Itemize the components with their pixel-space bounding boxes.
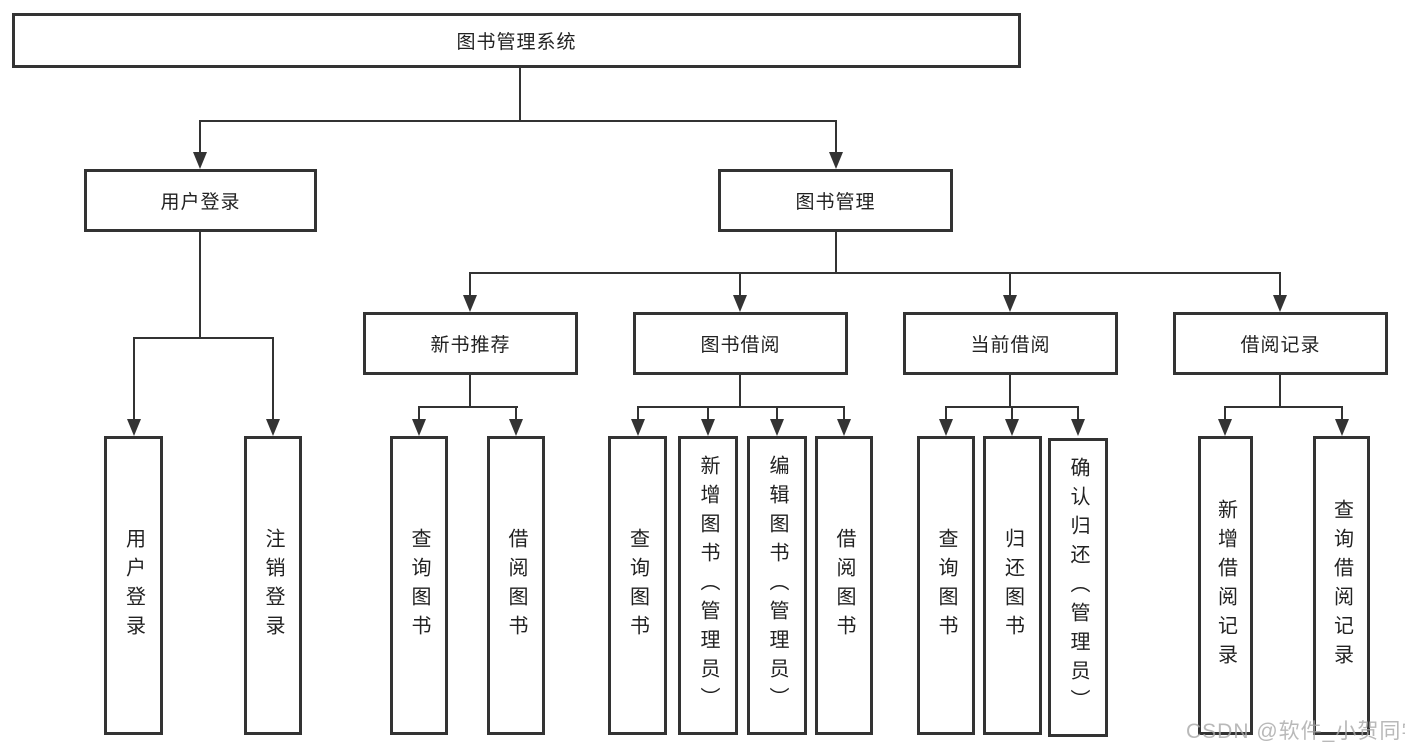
connector-stem-recd-add (1224, 406, 1226, 421)
arrowhead-leaf-logout (266, 419, 280, 436)
arrowhead-book-mgmt (829, 152, 843, 169)
connector-root-stem (519, 68, 521, 120)
node-root-system: 图书管理系统 (12, 13, 1021, 68)
leaf-query-books-recommend: 查询图书 (390, 436, 448, 735)
connector-user-login-stem (199, 232, 201, 337)
connector-stem-cur-return (1011, 406, 1013, 421)
connector-records-branch (1224, 406, 1343, 408)
arrowhead-bor-borrow (837, 419, 851, 436)
leaf-query-borrow-record-label: 查询借阅记录 (1330, 498, 1353, 673)
arrowhead-cur-query (939, 419, 953, 436)
leaf-borrow-books-recommend-label: 借阅图书 (505, 527, 527, 644)
arrowhead-records (1273, 295, 1287, 312)
connector-stem-bor-add (707, 406, 709, 421)
leaf-borrow-books: 借阅图书 (815, 436, 873, 735)
connector-current-stem (1009, 375, 1011, 406)
connector-stem-user-login (199, 120, 201, 154)
arrowhead-recommend (463, 295, 477, 312)
leaf-logout-label: 注销登录 (262, 527, 284, 644)
leaf-query-books-borrowing: 查询图书 (608, 436, 667, 735)
arrowhead-cur-return (1005, 419, 1019, 436)
node-book-management: 图书管理 (718, 169, 953, 232)
node-current-borrowing: 当前借阅 (903, 312, 1118, 375)
connector-stem-records (1279, 272, 1281, 297)
connector-recommend-branch (418, 406, 518, 408)
connector-stem-rec-query (418, 406, 420, 421)
node-borrowing-records-label: 借阅记录 (1240, 335, 1321, 356)
leaf-borrow-books-recommend: 借阅图书 (487, 436, 545, 735)
connector-records-stem (1279, 375, 1281, 406)
leaf-query-books-borrowing-label: 查询图书 (626, 527, 649, 644)
connector-stem-leaf-logout (272, 337, 274, 421)
leaf-query-books-current-label: 查询图书 (935, 527, 957, 644)
csdn-watermark: CSDN @软件_小贺同学 (1186, 720, 1405, 743)
node-book-management-label: 图书管理 (795, 192, 876, 213)
arrowhead-user-login (193, 152, 207, 169)
node-new-book-recommend: 新书推荐 (363, 312, 578, 375)
leaf-add-borrow-record: 新增借阅记录 (1198, 436, 1253, 735)
leaf-return-books: 归还图书 (983, 436, 1042, 735)
arrowhead-leaf-login (127, 419, 141, 436)
leaf-edit-books-admin: 编辑图书（管理员） (747, 436, 807, 735)
leaf-user-login-label: 用户登录 (122, 527, 145, 644)
node-root-label: 图书管理系统 (456, 32, 577, 53)
connector-stem-bor-borrow (843, 406, 845, 421)
connector-stem-book-mgmt (835, 120, 837, 154)
arrowhead-rec-borrow (509, 419, 523, 436)
leaf-add-books-admin: 新增图书（管理员） (678, 436, 738, 735)
leaf-confirm-return-admin: 确认归还（管理员） (1048, 438, 1108, 737)
node-borrowing-records: 借阅记录 (1173, 312, 1388, 375)
node-new-book-recommend-label: 新书推荐 (430, 335, 511, 356)
node-book-borrowing-label: 图书借阅 (700, 335, 781, 356)
node-user-login: 用户登录 (84, 169, 317, 232)
node-book-borrowing: 图书借阅 (633, 312, 848, 375)
connector-recommend-stem (469, 375, 471, 406)
connector-book-mgmt-branch (469, 272, 1281, 274)
connector-stem-rec-borrow (515, 406, 517, 421)
connector-stem-bor-query (637, 406, 639, 421)
arrowhead-cur-confirm (1071, 419, 1085, 436)
leaf-borrow-books-label: 借阅图书 (833, 527, 855, 644)
connector-stem-borrowing (739, 272, 741, 297)
connector-root-branch (199, 120, 837, 122)
connector-stem-current (1009, 272, 1011, 297)
arrowhead-bor-query (631, 419, 645, 436)
connector-borrowing-branch (637, 406, 845, 408)
leaf-logout: 注销登录 (244, 436, 302, 735)
arrowhead-rec-query (412, 419, 426, 436)
connector-stem-recommend (469, 272, 471, 297)
connector-stem-cur-confirm (1077, 406, 1079, 421)
leaf-confirm-return-admin-label: 确认归还（管理员） (1067, 457, 1089, 718)
connector-user-login-branch (133, 337, 274, 339)
leaf-query-borrow-record: 查询借阅记录 (1313, 436, 1370, 735)
arrowhead-bor-add (701, 419, 715, 436)
arrowhead-borrowing (733, 295, 747, 312)
connector-stem-recd-query (1341, 406, 1343, 421)
arrowhead-current (1003, 295, 1017, 312)
leaf-add-books-admin-label: 新增图书（管理员） (697, 455, 719, 716)
leaf-query-books-current: 查询图书 (917, 436, 975, 735)
connector-stem-leaf-login (133, 337, 135, 421)
leaf-add-borrow-record-label: 新增借阅记录 (1214, 498, 1237, 673)
leaf-edit-books-admin-label: 编辑图书（管理员） (766, 455, 788, 716)
connector-stem-cur-query (945, 406, 947, 421)
connector-stem-bor-edit (776, 406, 778, 421)
leaf-return-books-label: 归还图书 (1001, 527, 1024, 644)
leaf-user-login: 用户登录 (104, 436, 163, 735)
arrowhead-recd-add (1218, 419, 1232, 436)
connector-borrowing-stem (739, 375, 741, 406)
leaf-query-books-recommend-label: 查询图书 (408, 527, 430, 644)
connector-book-mgmt-stem (835, 232, 837, 272)
node-current-borrowing-label: 当前借阅 (970, 335, 1051, 356)
arrowhead-bor-edit (770, 419, 784, 436)
arrowhead-recd-query (1335, 419, 1349, 436)
node-user-login-label: 用户登录 (160, 192, 241, 213)
